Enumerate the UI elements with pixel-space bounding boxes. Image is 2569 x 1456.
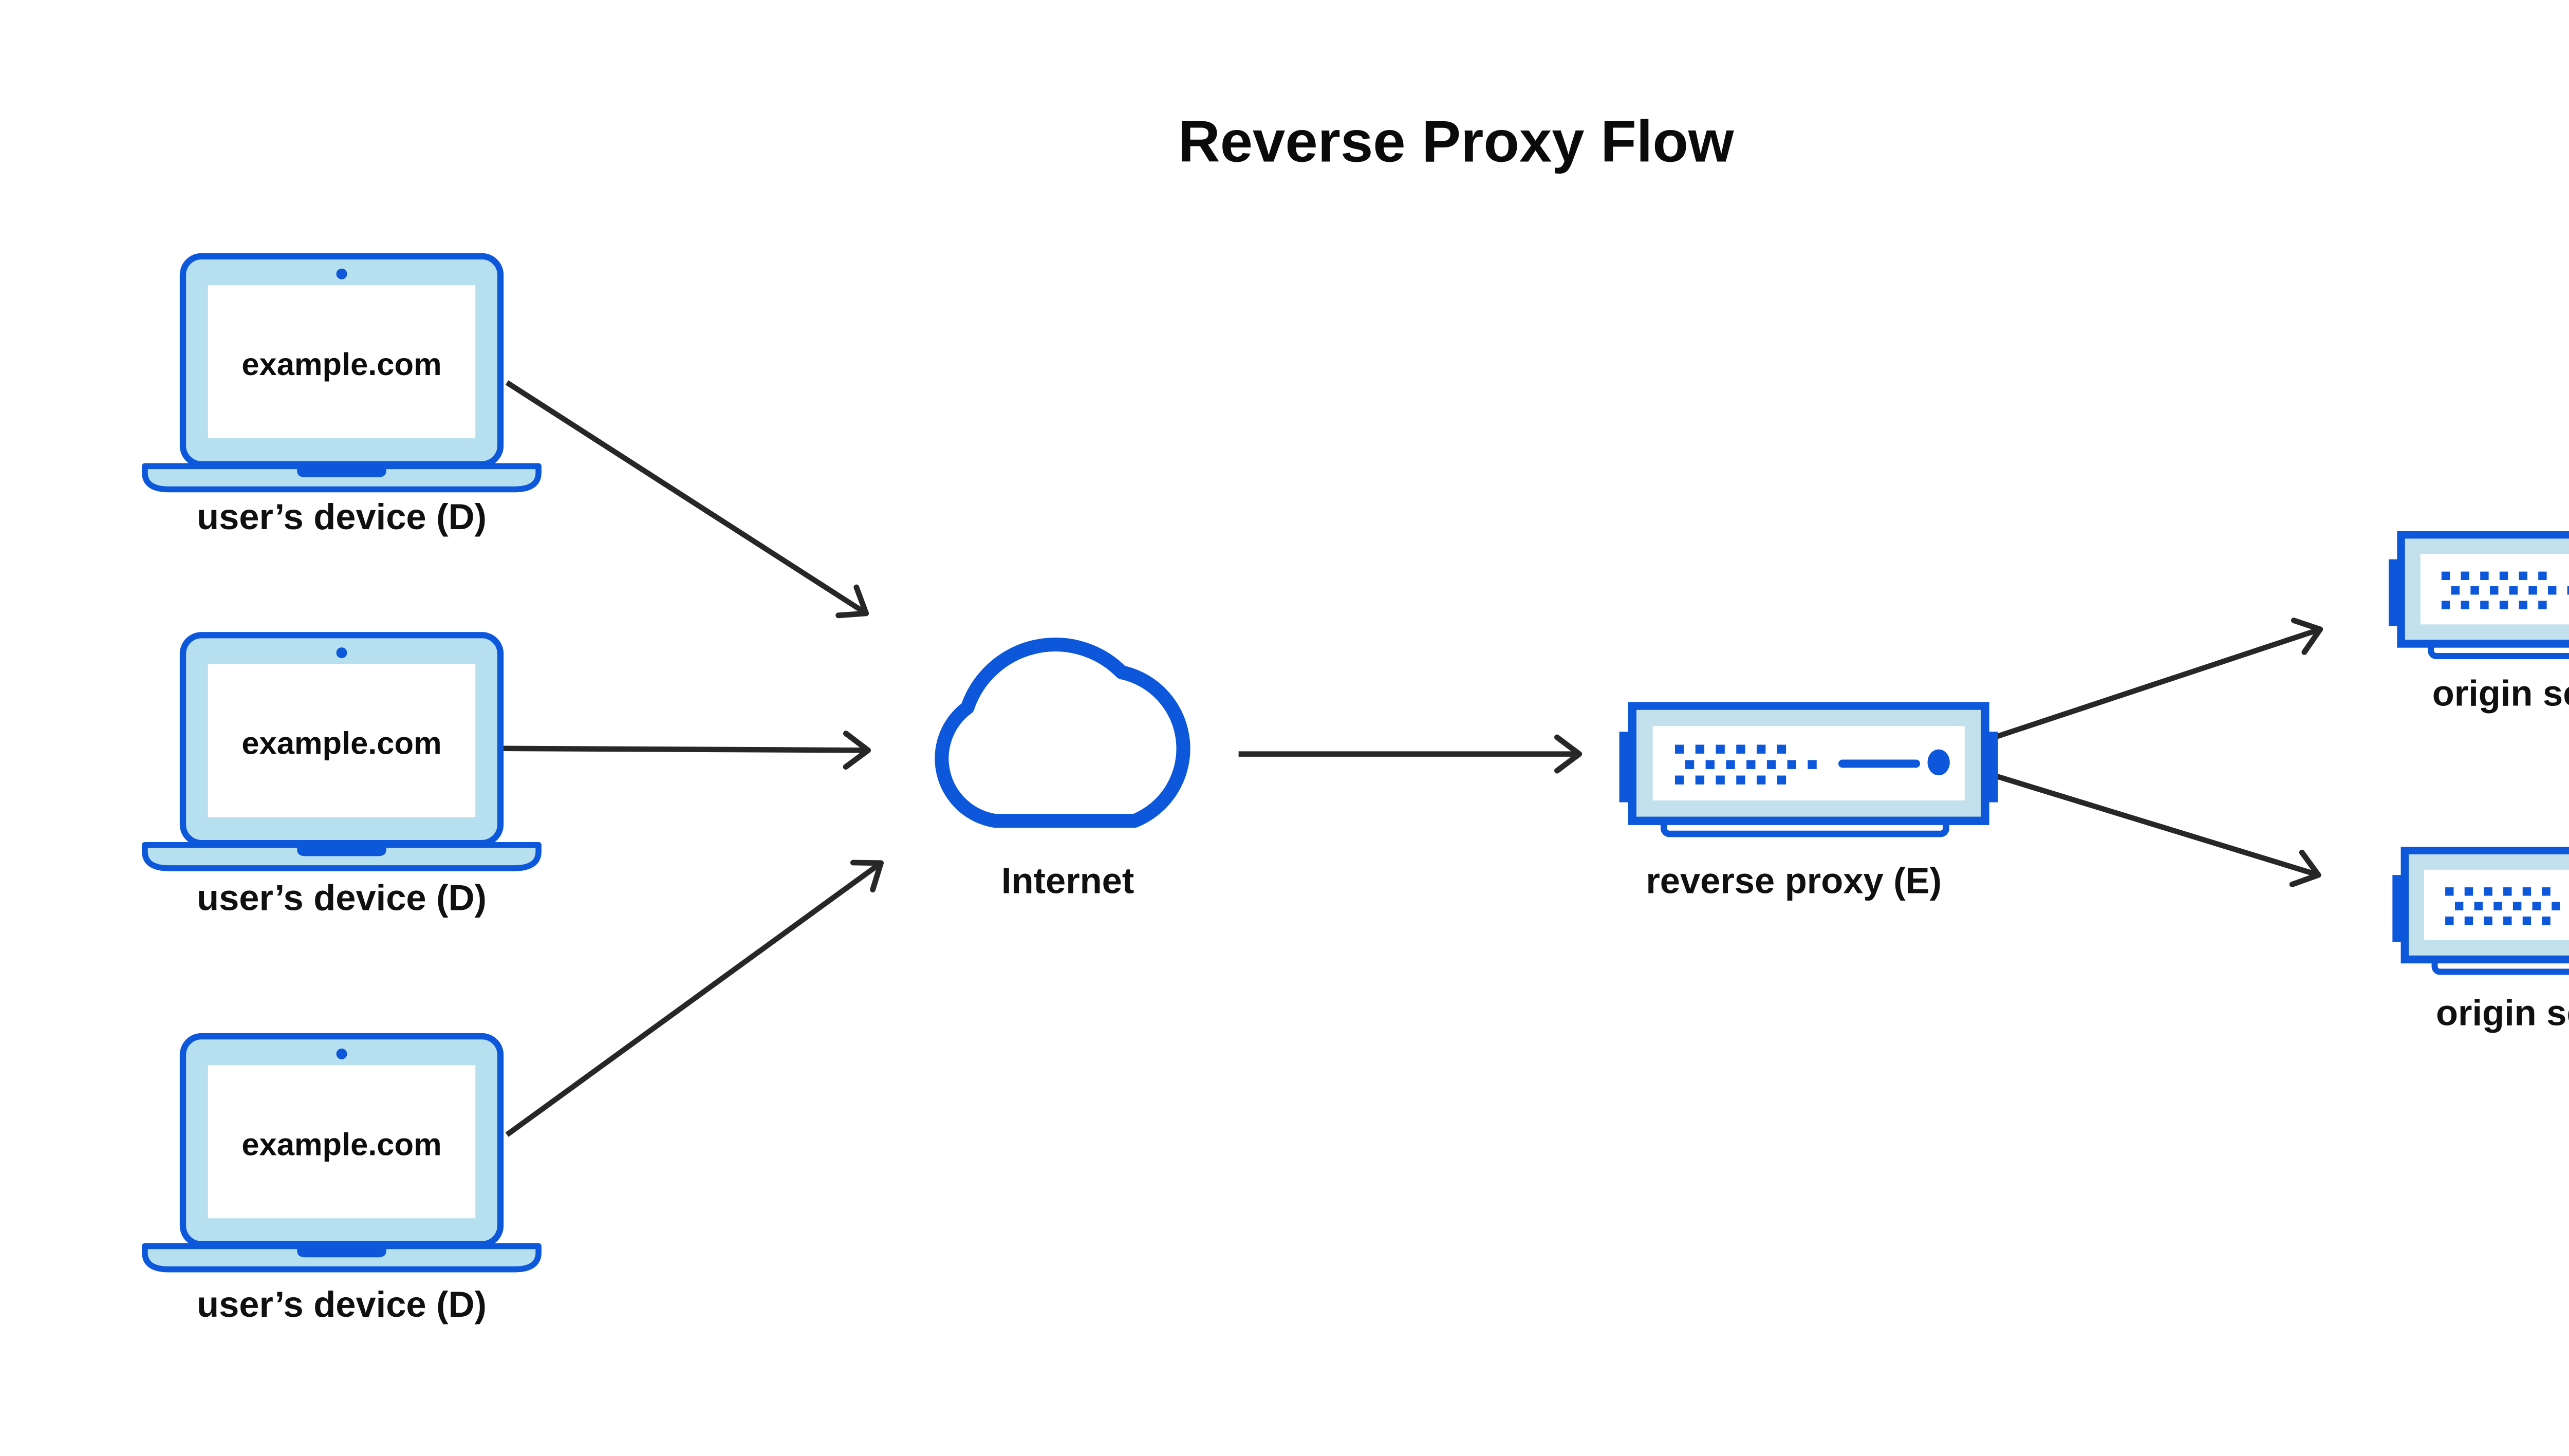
server-icon <box>2389 535 2569 656</box>
arrow-reverse-proxy-to-origin-1 <box>1988 618 2323 742</box>
device-label: user’s device (D) <box>197 877 487 918</box>
arrow-reverse-proxy-to-origin-2 <box>1989 772 2321 887</box>
arrow-device-1-to-internet <box>505 380 869 619</box>
reverse-proxy-label: reverse proxy (E) <box>1646 861 1942 901</box>
device-screen-url: example.com <box>241 726 441 761</box>
flow-arrows <box>503 380 2323 1137</box>
node-origin-server-2: origin server (F) <box>2392 850 2569 1033</box>
internet-label: Internet <box>1001 861 1134 901</box>
arrow-device-2-to-internet <box>503 731 871 770</box>
device-screen-url: example.com <box>241 347 441 382</box>
device-label: user’s device (D) <box>197 1284 487 1324</box>
node-user-device-2: example.com user’s device (D) <box>145 635 538 918</box>
arrow-device-3-to-internet <box>505 860 884 1137</box>
origin-server-label: origin server (F) <box>2432 673 2569 714</box>
node-reverse-proxy: reverse proxy (E) <box>1619 706 1998 901</box>
node-origin-server-1: origin server (F) <box>2389 535 2569 714</box>
node-internet: Internet <box>935 638 1190 901</box>
device-screen-url: example.com <box>241 1127 441 1162</box>
origin-server-label: origin server (F) <box>2436 992 2569 1033</box>
origin-server-icon <box>2392 850 2569 972</box>
node-user-device-3: example.com user’s device (D) <box>145 1036 538 1324</box>
cloud-icon <box>935 638 1190 828</box>
device-label: user’s device (D) <box>197 496 487 537</box>
server-icon <box>1619 706 1998 834</box>
node-user-device-1: example.com user’s device (D) <box>145 256 538 537</box>
page-title: Reverse Proxy Flow <box>1178 109 1734 174</box>
